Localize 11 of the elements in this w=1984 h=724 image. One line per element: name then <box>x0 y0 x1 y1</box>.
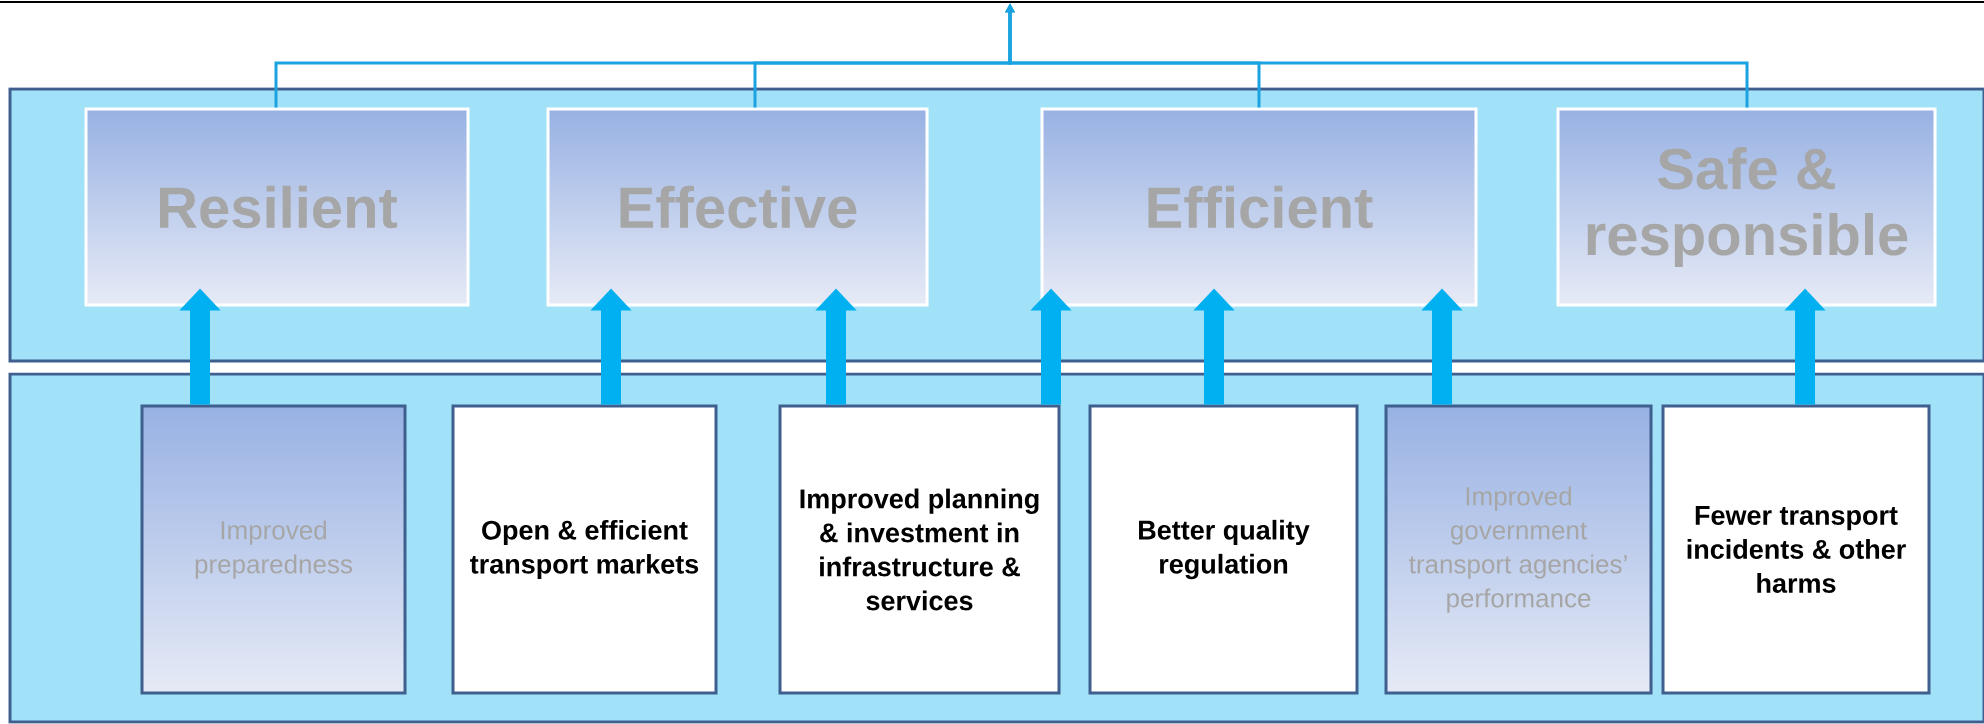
result-box: Better quality regulation <box>1088 404 1359 695</box>
result-box: Improved preparedness <box>140 404 407 695</box>
outcome-box: Efficient <box>1040 107 1478 307</box>
result-box: Improved government transport agencies’ performance <box>1384 404 1653 695</box>
outcome-box: Effective <box>546 107 929 307</box>
outcome-box: Safe & responsible <box>1556 107 1937 307</box>
result-box: Improved planning & investment in infrastructure & services <box>778 404 1061 695</box>
result-box: Open & efficient transport markets <box>451 404 718 695</box>
result-box: Fewer transport incidents & other harms <box>1661 404 1931 695</box>
outcome-box: Resilient <box>84 107 470 307</box>
top-rule <box>0 1 1984 3</box>
